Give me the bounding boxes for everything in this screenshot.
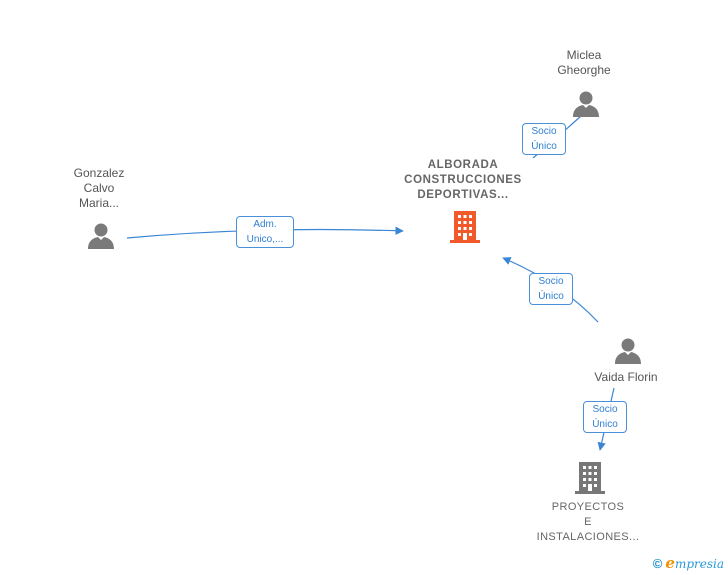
person-name-miclea[interactable]: Miclea Gheorghe [539,48,629,78]
edge-label-line: Adm. [253,219,277,230]
building-icon[interactable] [449,209,481,244]
copyright-symbol: © [652,555,663,571]
person-name-line: Vaida Florin [594,370,658,384]
edge-label-socio-unico-proyectos[interactable]: Socio Único [583,401,627,433]
edge-label-adm-unico[interactable]: Adm. Unico,... [236,216,294,248]
edge-label-line: Socio [531,126,557,137]
person-icon[interactable] [571,89,601,119]
person-name-line: Miclea [566,48,602,62]
company-name-line: INSTALACIONES... [536,531,640,543]
edge-label-line: Único [538,291,564,302]
edge-label-socio-unico-miclea[interactable]: Socio Único [522,123,566,155]
company-name-line: E [584,516,592,528]
company-name-alborada[interactable]: ALBORADA CONSTRUCCIONES DEPORTIVAS... [398,158,528,203]
brand-name: mpresia [674,557,724,571]
person-name-line: Calvo [83,181,115,195]
company-name-line: DEPORTIVAS... [417,189,509,201]
brand-logo[interactable]: empresia [665,554,724,572]
company-name-proyectos[interactable]: PROYECTOS E INSTALACIONES... [528,500,648,545]
brand-footer: © empresia [653,554,724,572]
person-name-line: Gheorghe [557,63,611,77]
person-icon[interactable] [86,221,116,251]
company-name-line: PROYECTOS [551,501,625,513]
person-name-line: Maria... [78,196,119,210]
brand-initial: e [665,554,675,572]
company-name-line: ALBORADA [427,159,499,171]
edge-label-socio-unico-vaida[interactable]: Socio Único [529,273,573,305]
building-icon[interactable] [574,460,606,495]
edge-label-line: Socio [538,276,564,287]
edge-label-line: Socio [592,404,618,415]
person-name-line: Gonzalez [73,166,125,180]
company-name-line: CONSTRUCCIONES [404,174,522,186]
edge-label-line: Único [531,141,557,152]
person-name-gonzalez[interactable]: Gonzalez Calvo Maria... [54,166,144,211]
edge-label-line: Unico,... [246,234,284,245]
person-name-vaida[interactable]: Vaida Florin [578,370,674,385]
person-icon[interactable] [613,336,643,366]
edge-label-line: Único [592,419,618,430]
